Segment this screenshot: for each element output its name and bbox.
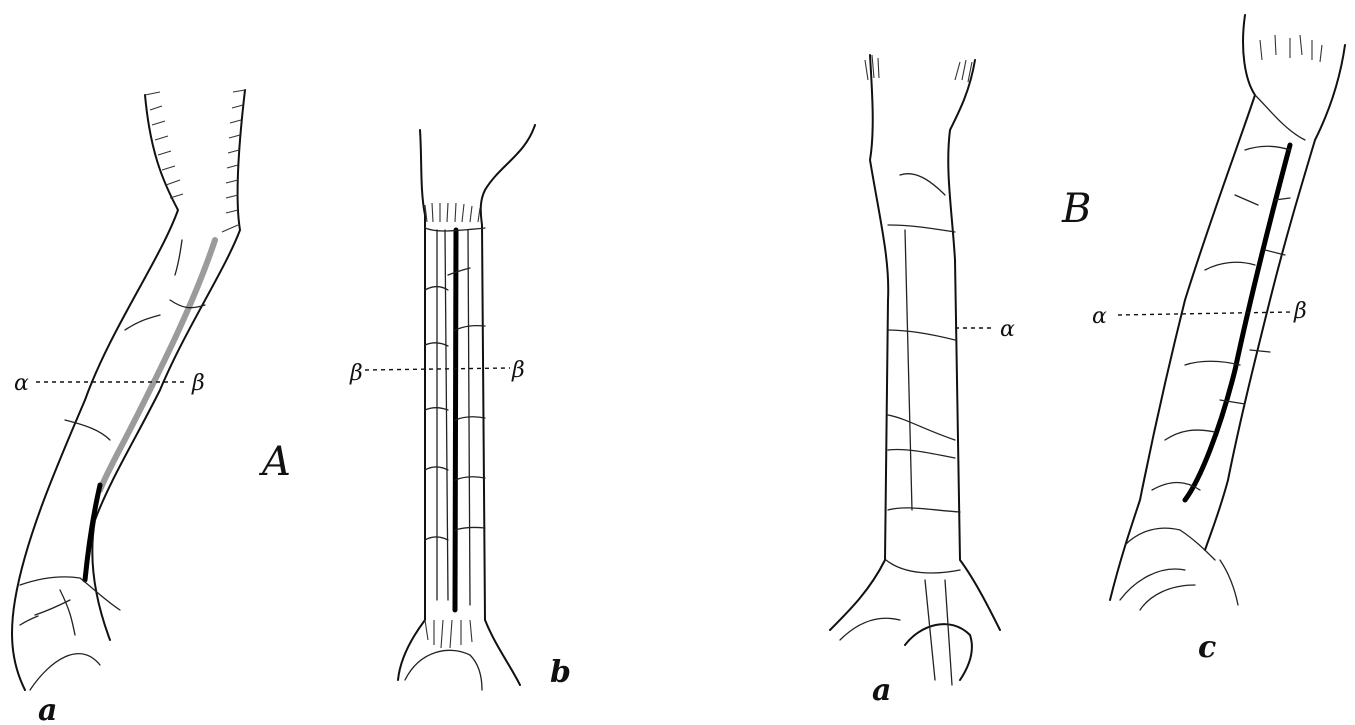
figure-a-panel-a-alpha-label: α bbox=[14, 371, 29, 396]
figure-b-panel-c-label: c bbox=[1198, 630, 1216, 665]
figure-b-panel-c-drawing bbox=[1110, 15, 1345, 610]
figure-b-panel-c-beta-label: β bbox=[1293, 299, 1307, 324]
figure-a-group-label: A bbox=[258, 439, 291, 485]
figure-a-panel-a-drawing bbox=[12, 90, 245, 690]
figure-a-panel-b-beta-left-label: β bbox=[349, 361, 363, 386]
figure-a-panel-b-section-line bbox=[365, 368, 510, 370]
figure-b-panel-a-alpha-label: α bbox=[1000, 317, 1015, 342]
figure-b-group-label: B bbox=[1061, 186, 1091, 232]
figure-a-panel-a-beta-label: β bbox=[191, 371, 205, 396]
figure-a-panel-b-label: b bbox=[550, 655, 571, 690]
figure-a-panel-a-label: a bbox=[38, 693, 57, 725]
figure-b-panel-a-label: a bbox=[872, 673, 891, 708]
figure-a-panel-b-beta-right-label: β bbox=[511, 358, 525, 383]
figure-a-panel-b-drawing bbox=[398, 125, 535, 690]
figure-b-panel-c-alpha-label: α bbox=[1092, 304, 1107, 329]
figure-b-panel-a-drawing bbox=[830, 55, 1000, 685]
